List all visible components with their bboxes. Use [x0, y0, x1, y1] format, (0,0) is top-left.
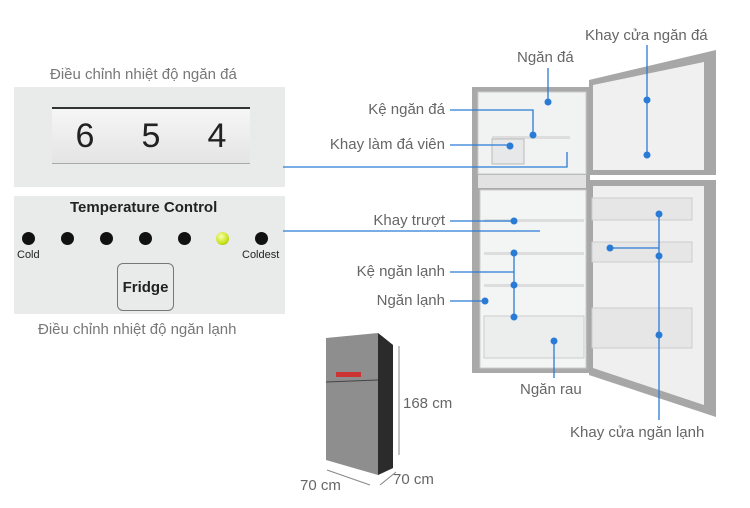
- label-ice-tray: Khay làm đá viên: [329, 136, 445, 153]
- small-fridge: [326, 333, 393, 475]
- label-fridge: Ngăn lạnh: [376, 292, 445, 309]
- label-sliding-tray: Khay trượt: [373, 212, 445, 229]
- cold-label: Cold: [17, 249, 40, 261]
- fridge-shelf: [484, 252, 584, 255]
- freezer-door-inner: [593, 62, 704, 170]
- dial-digit: 4: [207, 116, 227, 155]
- freezer-control-caption: Điều chỉnh nhiệt độ ngăn đá: [50, 66, 237, 83]
- label-freezer-door-tray: Khay cửa ngăn đá: [585, 27, 708, 44]
- sliding-tray: [484, 219, 584, 222]
- temperature-led: [22, 232, 35, 245]
- fridge-door-inner: [593, 186, 704, 405]
- dimension-width: 70 cm: [300, 477, 341, 494]
- door-bin: [591, 307, 693, 349]
- callout-lines: [283, 45, 660, 420]
- coldest-label: Coldest: [242, 249, 280, 261]
- callout-dots: [481, 96, 663, 345]
- temperature-led: [61, 232, 74, 245]
- temperature-led: [100, 232, 113, 245]
- freezer-dial[interactable]: 6 5 4: [52, 107, 250, 164]
- label-freezer: Ngăn đá: [517, 49, 574, 66]
- label-vegetable-drawer: Ngăn rau: [520, 381, 582, 398]
- dimension-depth: 70 cm: [393, 471, 434, 488]
- door-bin: [591, 241, 693, 263]
- divider: [478, 175, 586, 188]
- temperature-control-title: Temperature Control: [70, 199, 218, 216]
- ice-tray: [491, 138, 525, 165]
- temperature-led: [178, 232, 191, 245]
- temperature-control-panel: [14, 196, 285, 314]
- dimension-height: 168 cm: [403, 395, 453, 412]
- fridge-control-caption: Điều chỉnh nhiệt độ ngăn lạnh: [38, 321, 237, 338]
- label-freezer-shelf: Kệ ngăn đá: [368, 101, 445, 118]
- fridge-button[interactable]: Fridge: [117, 263, 174, 311]
- temperature-led: [216, 232, 229, 245]
- fridge-shelf: [484, 284, 584, 287]
- label-fridge-door-tray: Khay cửa ngăn lạnh: [570, 424, 705, 441]
- dimension-arrows: [326, 346, 400, 486]
- temperature-led: [255, 232, 268, 245]
- dial-digit: 6: [75, 116, 95, 155]
- label-fridge-shelf: Kệ ngăn lạnh: [356, 263, 445, 280]
- dial-digit: 5: [141, 116, 161, 155]
- temperature-led: [139, 232, 152, 245]
- vegetable-drawer: [483, 315, 585, 359]
- door-bin: [591, 197, 693, 221]
